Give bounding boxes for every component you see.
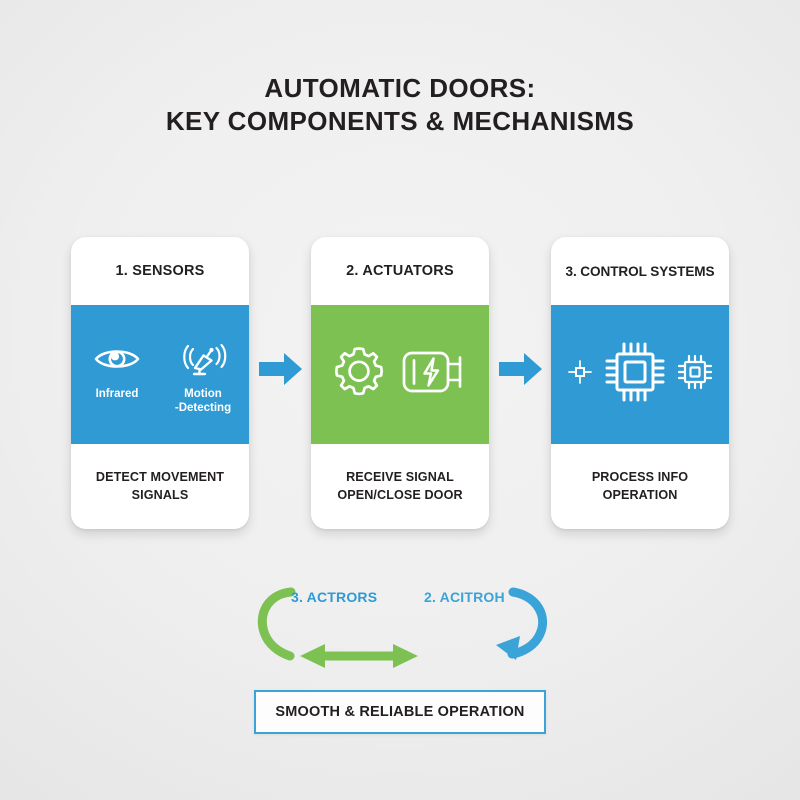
card-actuators[interactable]: 2. ACTUATORS [311,237,489,529]
card-control-systems[interactable]: 3. CONTROL SYSTEMS [551,237,729,529]
card-actuators-footer-line1: RECEIVE SIGNAL [346,469,454,484]
card-control-systems-footer: PROCESS INFO OPERATION [551,444,729,529]
card-actuators-footer: RECEIVE SIGNAL OPEN/CLOSE DOOR [311,444,489,529]
card-control-systems-footer-line2: OPERATION [602,487,678,502]
electric-motor-icon [398,343,470,406]
sensor-infrared-label: Infrared [95,387,139,400]
result-box-text: SMOOTH & RELIABLE OPERATION [275,704,525,720]
card-sensors[interactable]: 1. SENSORS Infrared [71,237,249,529]
card-sensors-icon-band: Infrared [71,305,249,444]
cpu-chip-large-icon [602,339,668,410]
motion-sensor-icon [177,338,229,380]
arrow-actuators-to-control [498,350,544,393]
card-control-systems-icon-band [551,305,729,444]
feedback-loop-arrows [257,587,548,668]
eye-icon [93,338,141,380]
sensor-motion-label-line2: -Detecting [174,402,232,414]
page-title: AUTOMATIC DOORS: KEY COMPONENTS & MECHAN… [0,72,800,138]
sensor-infrared: Infrared [81,338,153,401]
feedback-loop-label-left: 3. ACTRORS [291,589,378,605]
micro-chip-small-icon [565,357,595,392]
sensor-motion-detecting: Motion -Detecting [167,338,239,416]
card-actuators-title: 2. ACTUATORS [346,263,454,279]
card-control-systems-footer-line1: PROCESS INFO [591,469,689,484]
title-line-2: KEY COMPONENTS & MECHANISMS [165,105,635,136]
gear-icon [330,343,388,406]
card-actuators-icon-band [311,305,489,444]
card-sensors-title: 1. SENSORS [115,263,205,279]
component-cards-row: 1. SENSORS Infrared [0,237,800,537]
title-line-1: AUTOMATIC DOORS: [264,73,536,103]
card-sensors-footer: DETECT MOVEMENT SIGNALS [71,444,249,529]
card-sensors-footer-line1: DETECT MOVEMENT [95,469,225,484]
arrow-sensors-to-actuators [258,350,304,393]
card-control-systems-title: 3. CONTROL SYSTEMS [565,263,715,279]
chip-medium-icon [675,352,715,397]
result-box: SMOOTH & RELIABLE OPERATION [254,690,546,734]
feedback-loop: 3. ACTRORS 2. ACITROH [0,572,800,682]
feedback-loop-label-right: 2. ACITROH [424,589,505,605]
card-actuators-footer-line2: OPEN/CLOSE DOOR [337,487,463,502]
card-sensors-footer-line2: SIGNALS [131,487,189,502]
sensor-motion-label-line1: Motion [184,387,222,400]
sensor-motion-label: Motion -Detecting [175,387,231,416]
